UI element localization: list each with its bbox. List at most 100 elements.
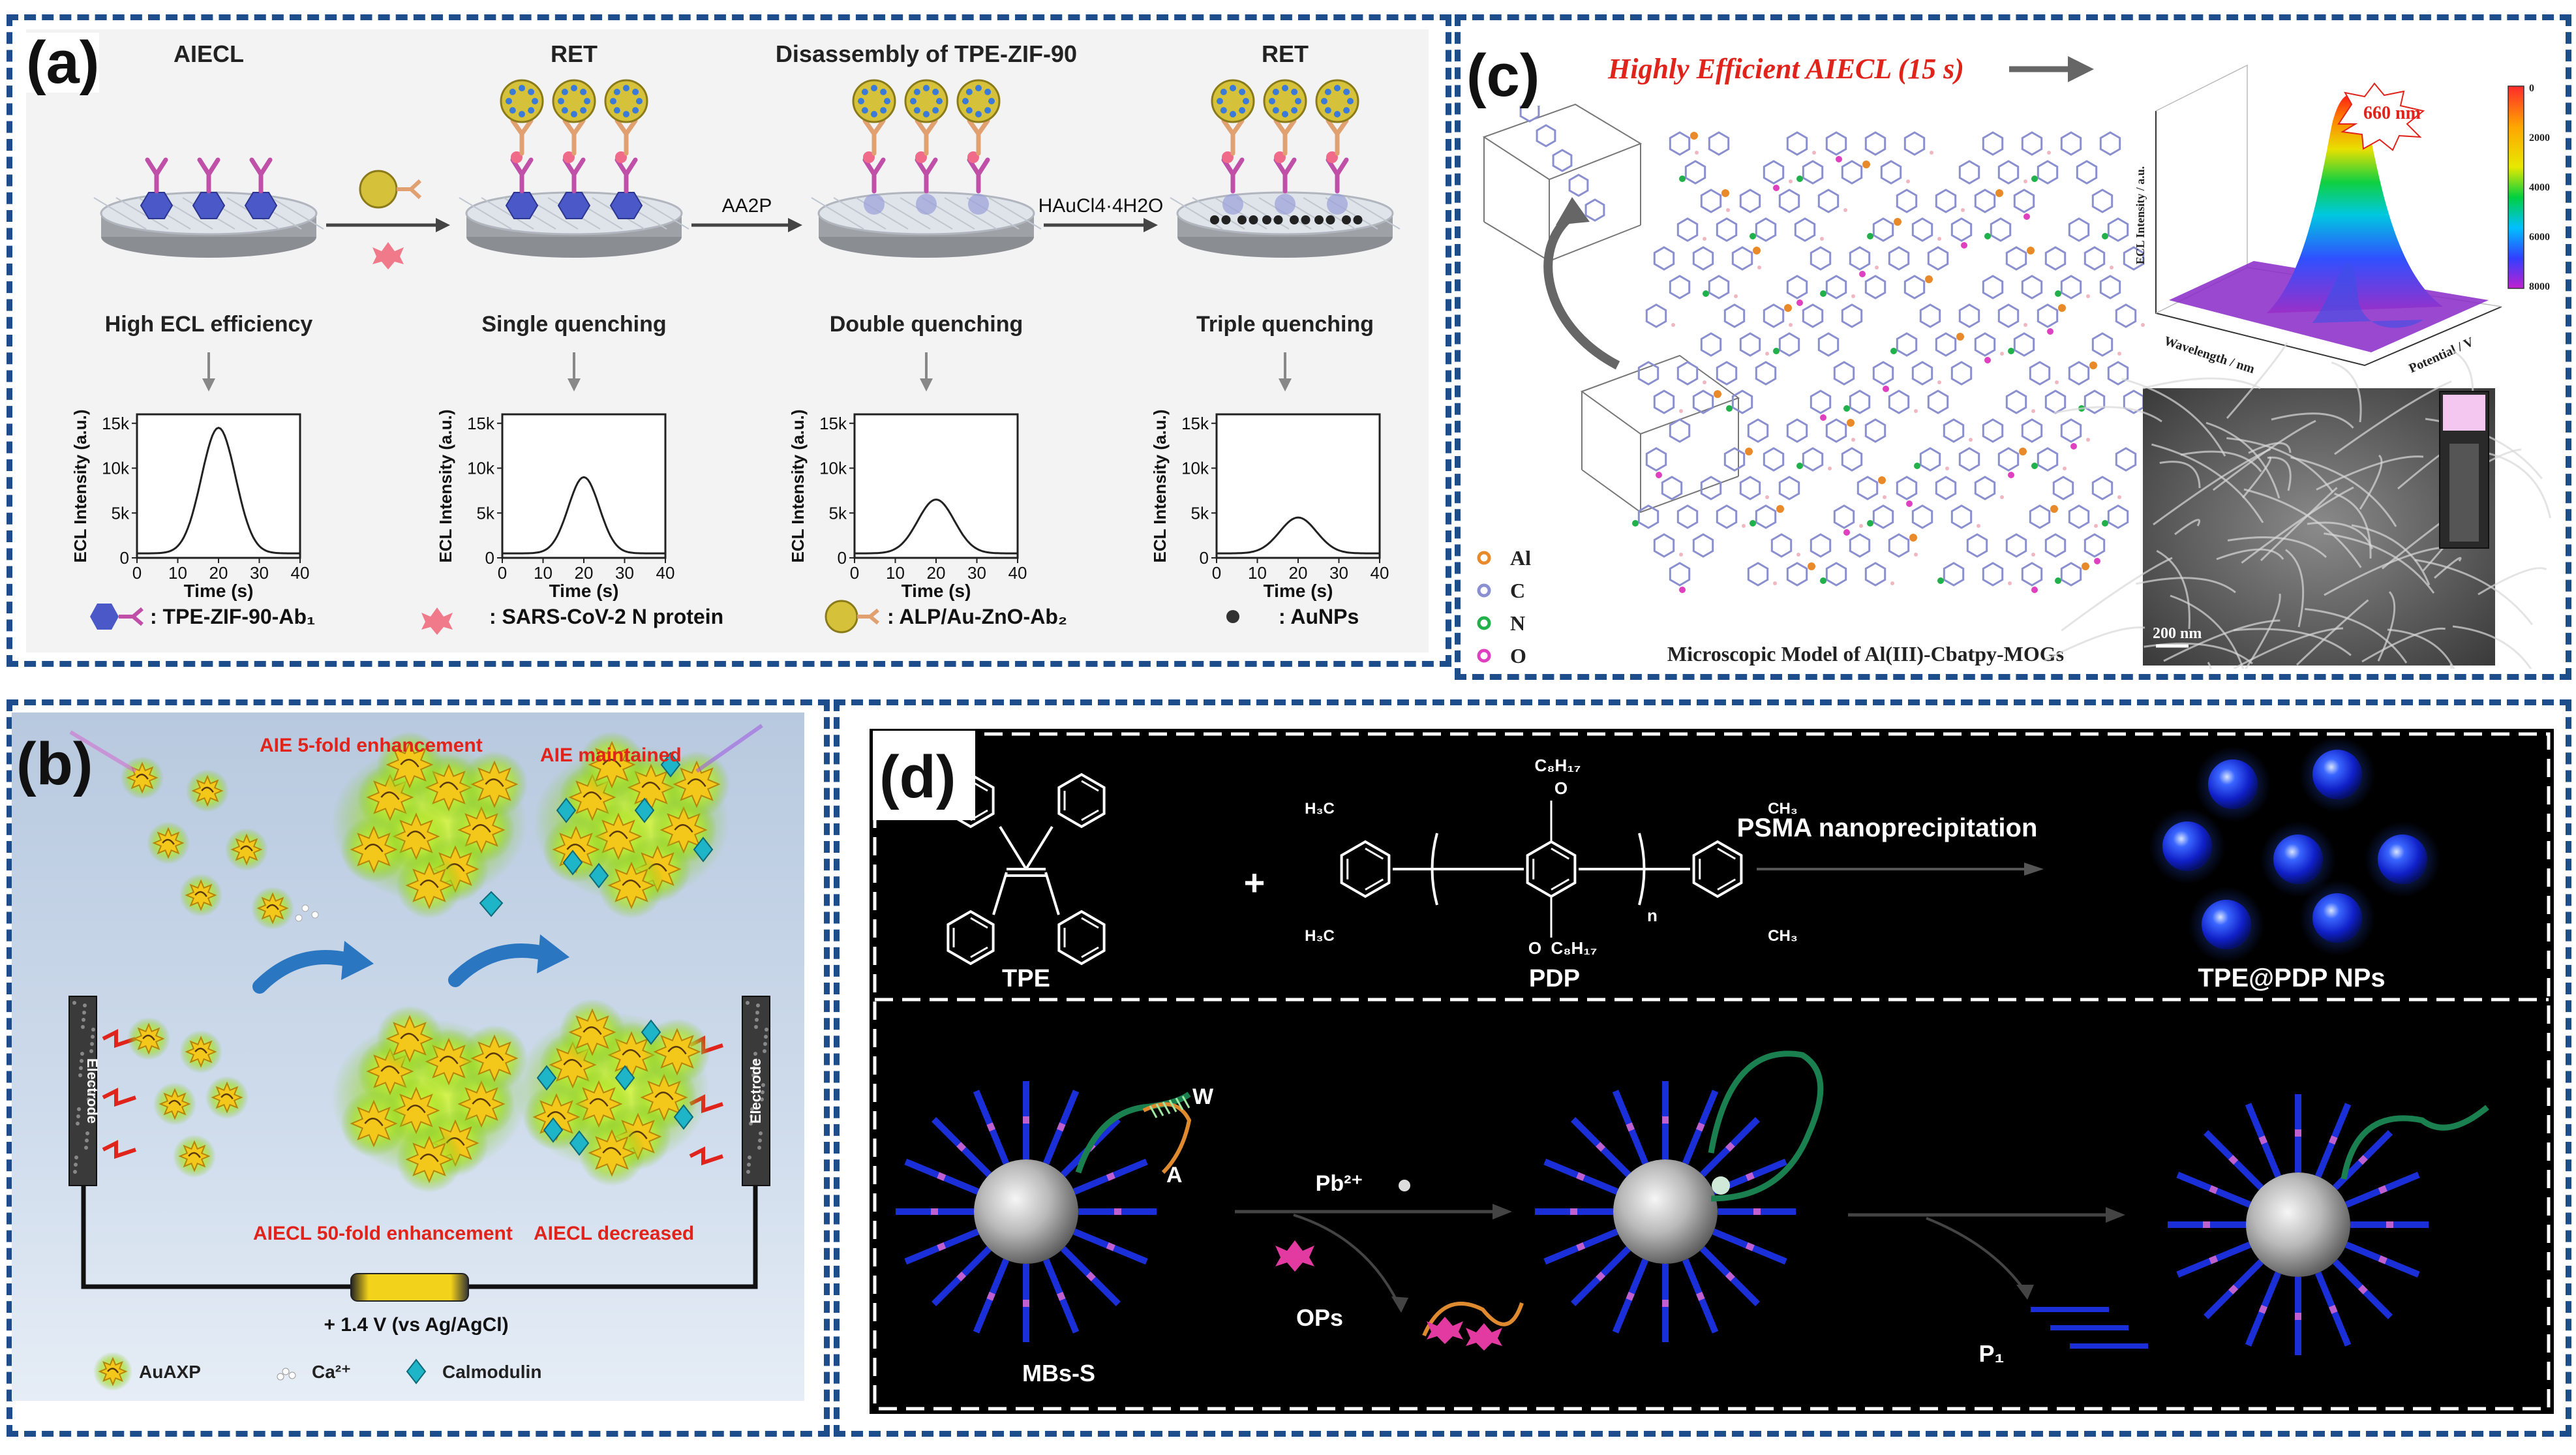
x-tick-label: 40 [1008, 563, 1027, 583]
electrode: Electrode [68, 996, 100, 1186]
auaxp-particle [127, 1017, 170, 1060]
mof-crystal-structure [1482, 99, 2153, 593]
calmodulin-icon [673, 1104, 694, 1130]
aunp-dot [1249, 215, 1258, 224]
p1-label: P₁ [1979, 1340, 2005, 1367]
y-axis-label: Potential / V [2407, 335, 2477, 376]
circuit-wire [81, 1186, 758, 1289]
element-legend-item: C [1477, 579, 1525, 602]
colorbar-tick: 8000 [2529, 281, 2550, 292]
y-tick-label: 0 [485, 548, 494, 568]
x-axis-label: Wavelength / nm [2162, 334, 2257, 377]
y-tick-label: 15k [467, 414, 495, 433]
aunp-dot [1326, 215, 1335, 224]
element-symbol: C [1510, 579, 1525, 602]
stage-caption: High ECL efficiency [105, 312, 313, 337]
auaxp-particle [543, 816, 609, 883]
panel-d-label: (d) [873, 731, 976, 820]
auaxp-particle [559, 999, 626, 1065]
scale-bar-label: 200 nm [2153, 625, 2202, 642]
element-swatch [1477, 616, 1491, 630]
pdp-label: PDP [1529, 965, 1580, 992]
emission-zigzag [102, 1140, 136, 1159]
auaxp-particle [186, 769, 229, 812]
calmodulin-icon [569, 1130, 590, 1156]
x-tick-label: 30 [967, 563, 986, 583]
magnetic-bead [974, 1159, 1078, 1264]
x-axis-label: Time (s) [184, 581, 254, 601]
auaxp-particle [376, 1005, 443, 1072]
panel-b-label: (b) [16, 731, 93, 797]
colorbar-tick: 0 [2529, 83, 2534, 94]
w-label: W [1192, 1084, 1214, 1109]
bound-complex-group [852, 79, 1001, 215]
aunp-dot [1262, 215, 1271, 224]
electrode-disc [93, 157, 324, 258]
a-label: A [1166, 1163, 1183, 1187]
auaxp-particle [179, 1030, 222, 1073]
ecl-curve [502, 476, 665, 555]
stage-title: Disassembly of TPE-ZIF-90 [776, 40, 1077, 67]
x-tick-label: 20 [927, 563, 946, 583]
legend-text: : AuNPs [1279, 605, 1359, 628]
peak-wavelength-label: 660 nm [2363, 103, 2421, 123]
pdp-group-label: CH₃ [1768, 800, 1798, 818]
x-tick-label: 30 [1329, 563, 1348, 583]
aunp-dot [1210, 215, 1219, 224]
element-swatch [1477, 551, 1491, 565]
electrode-label: Electrode [84, 1058, 100, 1124]
x-tick-label: 30 [250, 563, 269, 583]
panel-c-frame [1455, 14, 2571, 680]
colorbar-tick: 6000 [2529, 232, 2550, 243]
aiecl-decreased-label: AIECL decreased [534, 1223, 694, 1244]
stage-caption: Triple quenching [1196, 312, 1374, 337]
calmodulin-icon [588, 863, 609, 889]
panel-a-frame [7, 14, 1451, 667]
pdp-group-label: H₃C [1305, 927, 1335, 945]
plus-sign: + [1244, 862, 1265, 903]
pdp-structure [1393, 801, 1690, 938]
colorbar-tick: 4000 [2529, 182, 2550, 193]
ecl-curve [855, 498, 1018, 555]
dna-strand-released [2341, 1105, 2489, 1180]
colorbar-tick: 2000 [2529, 132, 2550, 144]
auaxp-particle [93, 1352, 132, 1391]
tpe-zif-icon [90, 604, 119, 630]
voltage-label: + 1.4 V (vs Ag/AgCl) [324, 1314, 508, 1336]
auaxp-particle [341, 1090, 407, 1157]
process-arrow [252, 950, 358, 994]
electrode-label: Electrode [748, 1058, 764, 1124]
electrode-disc [811, 79, 1042, 258]
x-tick-label: 20 [209, 563, 228, 583]
final-bead [2168, 1094, 2429, 1355]
pdp-group-label: C₈H₁₇ [1535, 756, 1581, 775]
pdp-group-label: O [1528, 938, 1541, 958]
auaxp-aggregate [331, 1005, 528, 1193]
x-tick-label: 40 [656, 563, 675, 583]
nanoprecipitation-label: PSMA nanoprecipitation [1737, 814, 2038, 842]
aunp-icon [1226, 610, 1239, 623]
ops-icon [1275, 1240, 1314, 1272]
aiecl-50fold-label: AIECL 50-fold enhancement [253, 1223, 513, 1244]
aunp-dot [1342, 215, 1351, 224]
aunp-dot [1290, 215, 1299, 224]
electrode-disc [1170, 79, 1401, 258]
x-tick-label: 0 [850, 563, 859, 583]
calmodulin-icon [406, 1358, 427, 1385]
pb-ion [1712, 1176, 1730, 1195]
y-tick-label: 10k [1181, 459, 1209, 478]
legend-text: AuAXP [139, 1362, 201, 1382]
calmodulin-icon [641, 1019, 661, 1045]
y-axis-label: ECL Intensity (a.u.) [70, 410, 90, 563]
calmodulin-icon [543, 1117, 564, 1143]
y-axis-label: ECL Intensity (a.u.) [436, 410, 455, 563]
aunp-dot [1237, 215, 1247, 224]
auaxp-aggregate [331, 731, 528, 919]
y-tick-label: 5k [1191, 503, 1209, 523]
arrow-label: AA2P [722, 195, 772, 217]
